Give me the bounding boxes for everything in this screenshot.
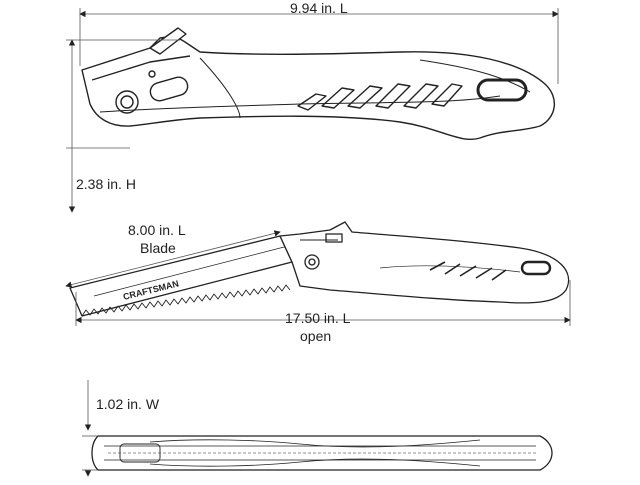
open-length-label: 17.50 in. L [285,310,351,326]
height-dimension-line [66,39,180,213]
width-label: 1.02 in. W [96,396,160,412]
open-label: open [300,328,332,344]
height-label: 2.38 in. H [76,176,136,192]
blade-length-label: 8.00 in. L [128,222,186,238]
blade-label: Blade [140,240,176,256]
blade-length-dimension-line [65,230,281,288]
closed-length-dimension-line [79,8,559,84]
blade-teeth [81,284,291,317]
width-dimension-line [82,380,98,477]
open-length-dimension-line [75,280,571,326]
closed-length-label: 9.94 in. L [290,0,348,16]
closed-saw-side-view [81,27,555,140]
closed-saw-top-view [91,435,553,471]
